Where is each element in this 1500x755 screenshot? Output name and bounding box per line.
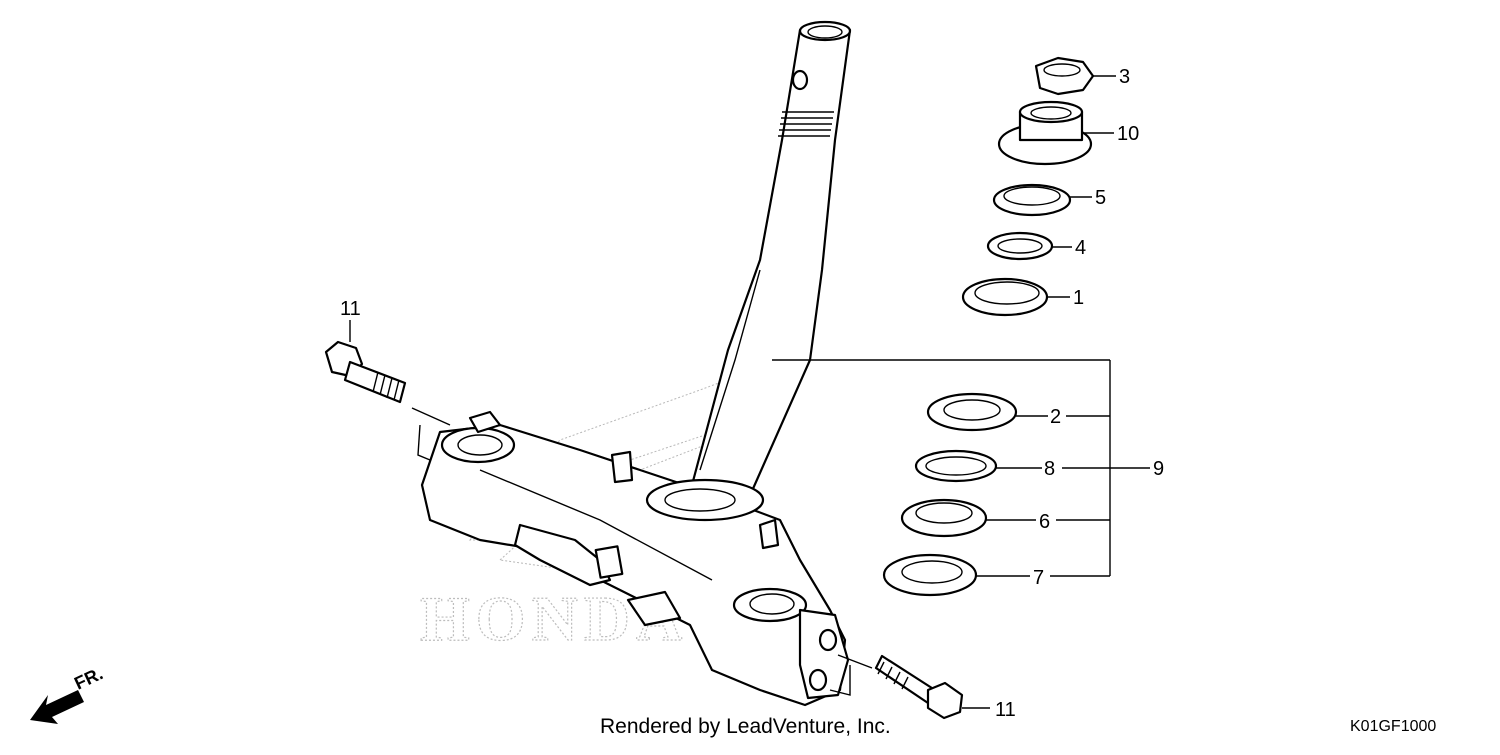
callout-3: 3 [1119, 66, 1130, 88]
callout-10: 10 [1117, 123, 1139, 145]
front-direction-arrow-icon: FR. [30, 663, 106, 724]
watermark-text: HONDA [420, 583, 688, 654]
direction-label: FR. [71, 663, 106, 693]
diagram-code: K01GF1000 [1350, 718, 1436, 735]
honda-watermark: HONDA [419, 359, 781, 655]
callout-2: 2 [1050, 406, 1061, 428]
lower-parts [772, 359, 1150, 597]
credit-text: Rendered by LeadVenture, Inc. [600, 715, 891, 738]
bolt-top [324, 340, 451, 461]
upper-parts [961, 56, 1116, 317]
callout-11-bottom: 11 [995, 699, 1016, 721]
steering-stem [686, 20, 852, 502]
callout-labels: 3 10 5 4 1 2 8 9 6 7 11 11 [340, 66, 1164, 721]
callout-5: 5 [1095, 187, 1106, 209]
bottom-bridge [420, 410, 850, 707]
callout-7: 7 [1033, 567, 1044, 589]
callout-6: 6 [1039, 511, 1050, 533]
bolt-bottom [829, 654, 964, 720]
callout-11-top: 11 [340, 298, 361, 320]
callout-9: 9 [1153, 458, 1164, 480]
callout-4: 4 [1075, 237, 1086, 259]
callout-1: 1 [1073, 287, 1084, 309]
callout-8: 8 [1044, 458, 1055, 480]
